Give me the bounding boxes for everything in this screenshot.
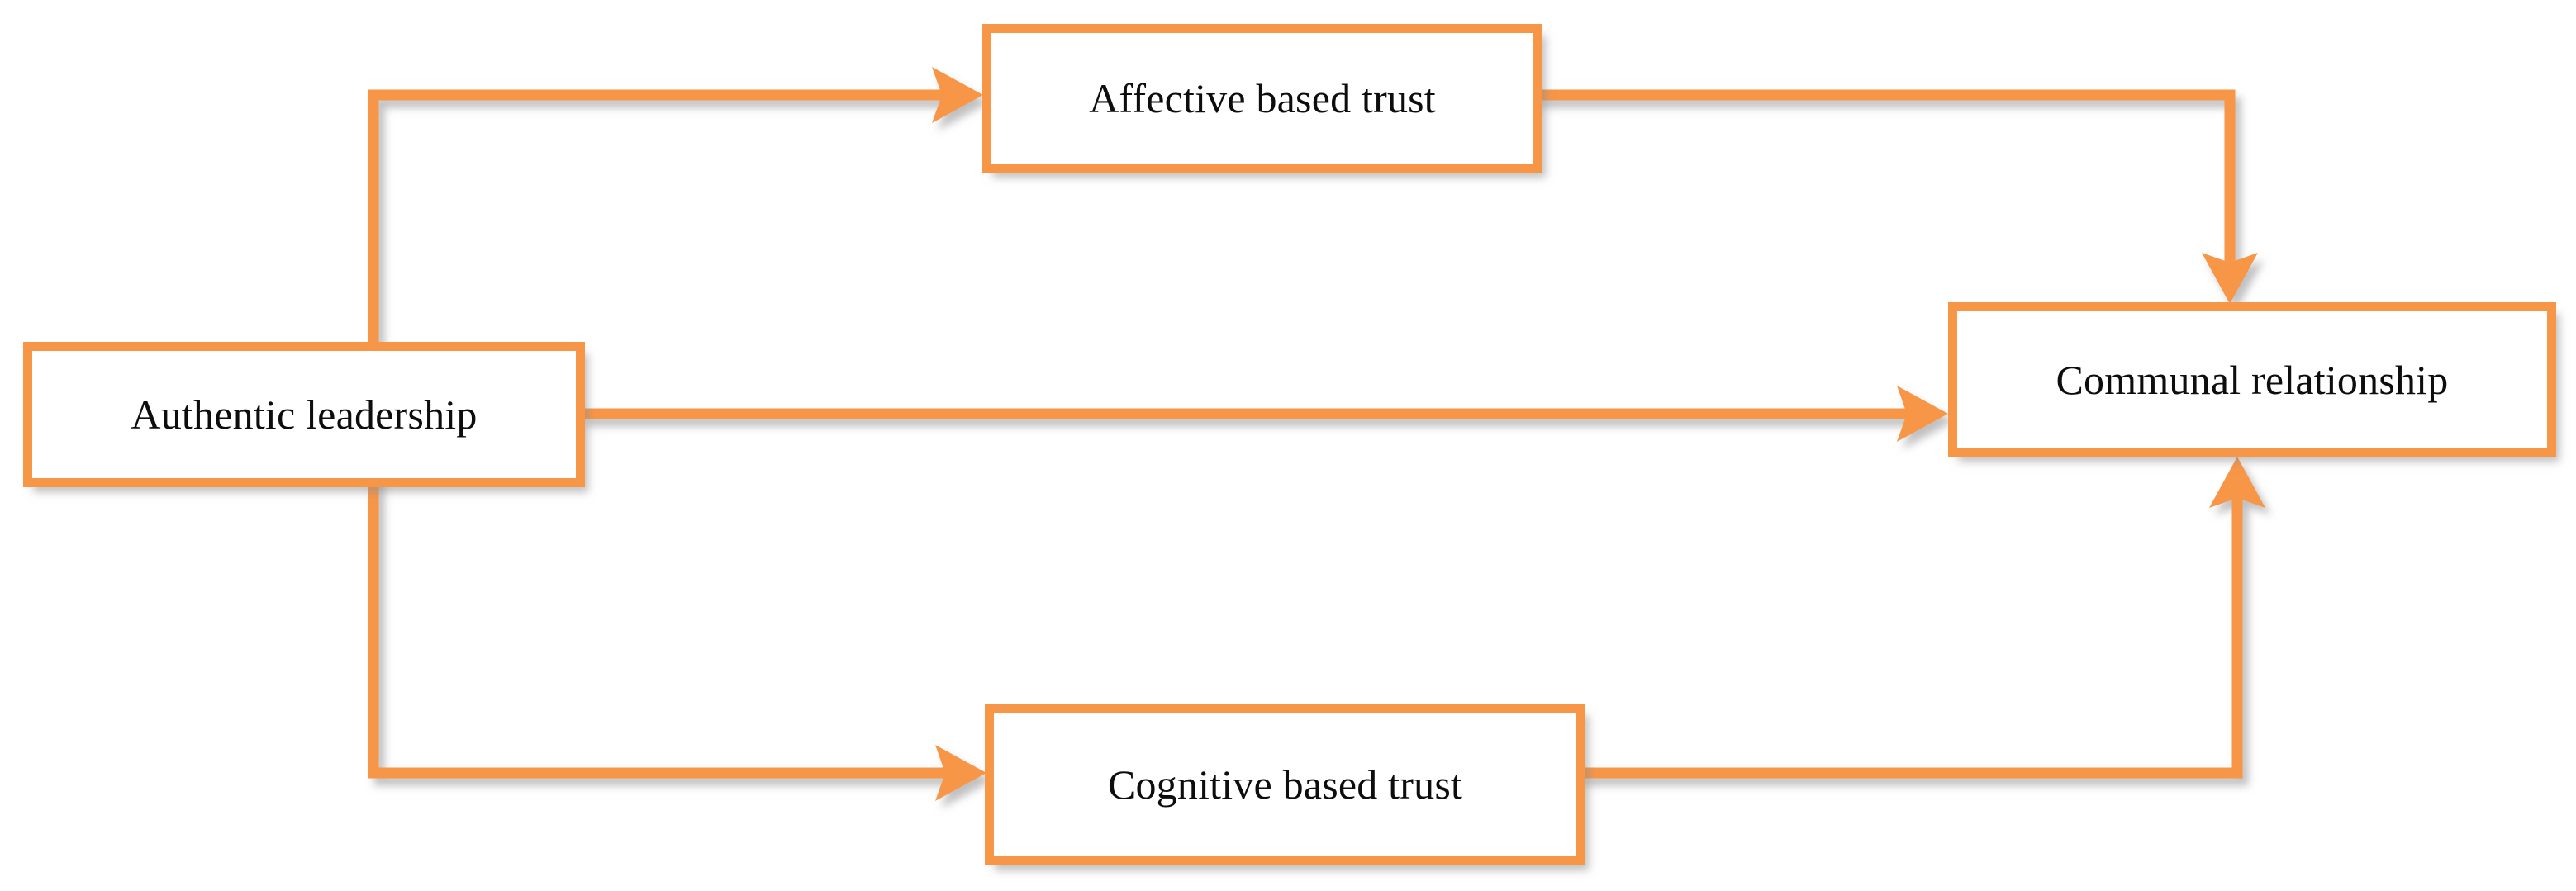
- node-authentic-leadership[interactable]: Authentic leadership: [23, 342, 585, 487]
- node-cognitive-based-trust[interactable]: Cognitive based trust: [985, 704, 1585, 865]
- edge-affective-based-trust-to-communal-relationship: [1533, 89, 2258, 304]
- edge-cognitive-based-trust-to-communal-relationship: [1576, 457, 2265, 779]
- node-label-affective-based-trust: Affective based trust: [1089, 75, 1436, 121]
- node-label-authentic-leadership: Authentic leadership: [131, 391, 478, 438]
- edge-authentic-leadership-to-cognitive-based-trust: [368, 430, 986, 801]
- node-communal-relationship[interactable]: Communal relationship: [1948, 302, 2556, 457]
- node-label-cognitive-based-trust: Cognitive based trust: [1107, 761, 1463, 808]
- node-label-communal-relationship: Communal relationship: [2056, 356, 2449, 403]
- node-affective-based-trust[interactable]: Affective based trust: [982, 24, 1542, 173]
- edge-authentic-leadership-to-communal-relationship: [579, 386, 1948, 442]
- edge-authentic-leadership-to-affective-based-trust: [368, 67, 983, 399]
